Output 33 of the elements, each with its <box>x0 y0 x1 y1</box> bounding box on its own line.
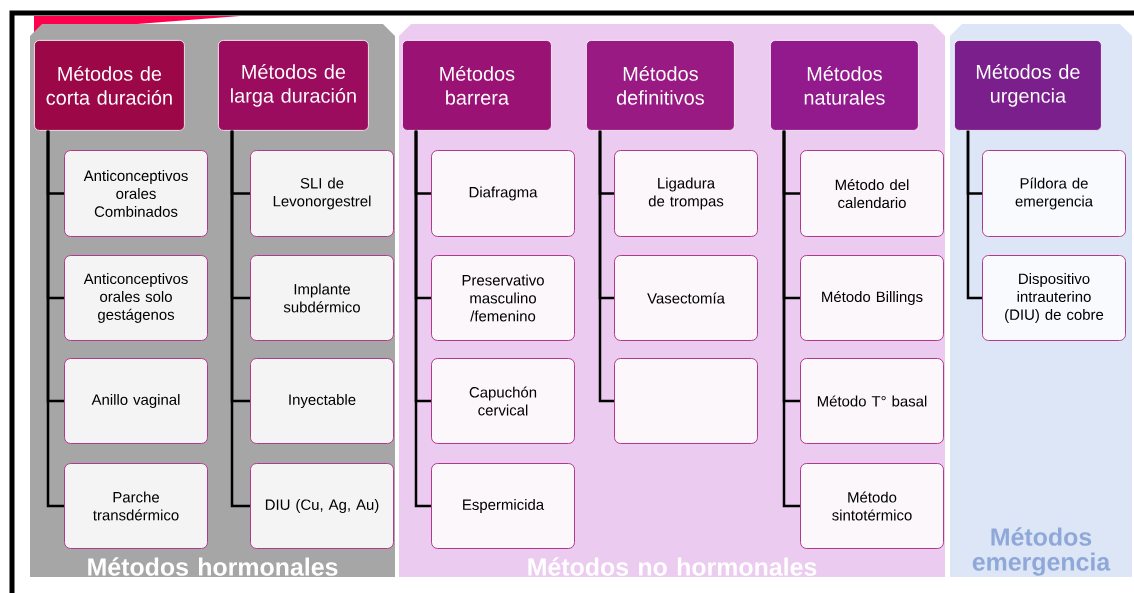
header-box: Métodos definitivos <box>586 40 735 131</box>
header-box: Métodos de larga duración <box>218 40 369 131</box>
method-box: Capuchón cervical <box>431 358 575 444</box>
method-box: Dispositivo intrauterino (DIU) de cobre <box>982 255 1126 341</box>
method-box: Inyectable <box>250 358 394 444</box>
method-box: Método del calendario <box>800 150 944 237</box>
method-box: Anticonceptivos orales solo gestágenos <box>64 255 208 341</box>
connector-line <box>782 130 800 508</box>
method-box: Espermicida <box>431 463 575 549</box>
header-box: Métodos de urgencia <box>954 40 1102 131</box>
method-box: Preservativo masculino /femenino <box>431 255 575 341</box>
method-box: Anillo vaginal <box>64 358 208 444</box>
method-box: Diafragma <box>431 150 575 237</box>
connector-line <box>230 130 250 508</box>
method-box: Método T° basal <box>800 358 944 444</box>
method-box: Anticonceptivos orales Combinados <box>64 150 208 237</box>
method-box: Implante subdérmico <box>250 255 394 341</box>
method-box: DIU (Cu, Ag, Au) <box>250 463 394 549</box>
method-box <box>614 358 758 444</box>
method-box: Píldora de emergencia <box>982 150 1126 237</box>
connector-line <box>46 130 64 508</box>
method-box: Vasectomía <box>614 255 758 341</box>
method-box: Método sintotérmico <box>800 463 944 549</box>
connector-line <box>966 130 982 300</box>
header-box: Métodos de corta duración <box>34 40 185 131</box>
header-box: Métodos naturales <box>770 40 919 131</box>
method-box: Ligadura de trompas <box>614 150 758 237</box>
method-box: Método Billings <box>800 255 944 341</box>
method-box: SLI de Levonorgestrel <box>250 150 394 237</box>
connector-line <box>414 130 431 508</box>
method-box: Parche transdérmico <box>64 463 208 549</box>
header-box: Métodos barrera <box>402 40 552 131</box>
connector-line <box>598 130 614 403</box>
